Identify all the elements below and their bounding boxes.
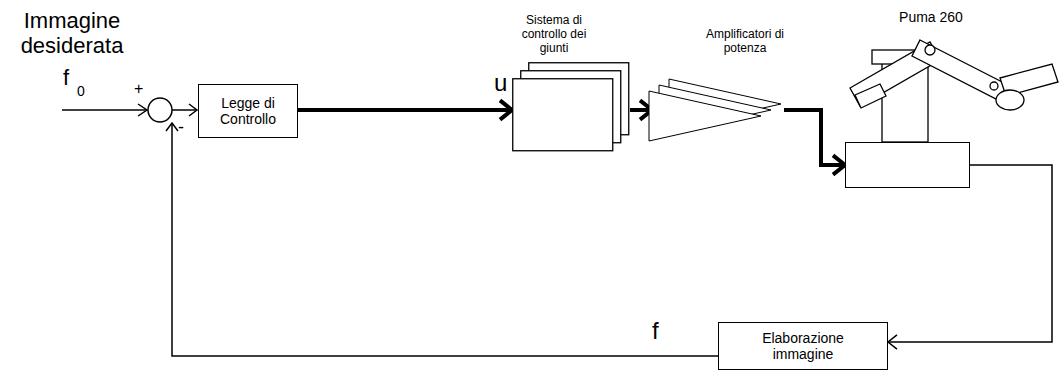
stacked-boxes: [512, 62, 630, 152]
signal-name: f: [63, 66, 69, 90]
input-wire: [62, 109, 146, 111]
arrow-head: [166, 123, 178, 131]
block-label: Legge di Controllo: [220, 95, 276, 127]
signal-connector: [298, 100, 512, 119]
control-law-box: Legge di Controllo: [198, 84, 298, 138]
arrow-head: [189, 104, 197, 116]
block-heading: Puma 260: [886, 9, 976, 25]
joint-control-stack: Sistema di controllo dei giunti: [512, 62, 630, 152]
signal-name: u: [494, 70, 507, 96]
wire: [172, 109, 197, 111]
summing-junction: [148, 98, 172, 122]
amplifier-triangles: [648, 78, 786, 142]
arrow-head: [138, 104, 147, 116]
block-heading: Amplificatori di potenza: [703, 28, 787, 56]
input-name: Immagine desiderata: [12, 8, 132, 59]
signal-connector: [784, 110, 845, 175]
sign: -: [178, 118, 184, 138]
feedback-wire: [172, 124, 718, 356]
robot-base: Puma 260: [845, 142, 970, 188]
robot-illustration: [850, 40, 1058, 142]
block-label: Elaborazione immagine: [762, 330, 844, 362]
signal-connector: [888, 165, 1052, 349]
block-heading: Sistema di controllo dei giunti: [512, 14, 596, 55]
power-amplifier: Amplificatori di potenza: [648, 78, 786, 142]
signal-subscript: 0: [77, 84, 85, 99]
sign: +: [134, 80, 143, 98]
signal-name: f: [652, 318, 659, 344]
image-processing-box: Elaborazione immagine: [718, 322, 888, 370]
